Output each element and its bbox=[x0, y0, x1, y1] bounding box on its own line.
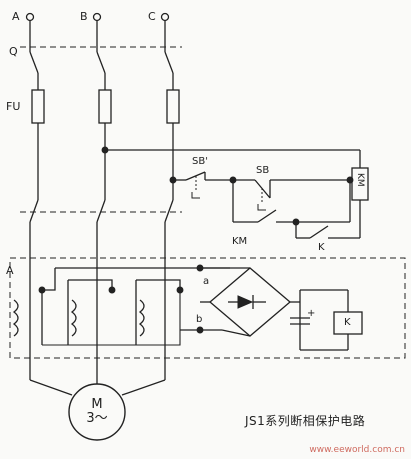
transformer-b-coil bbox=[70, 299, 77, 337]
breaker-blade-a bbox=[29, 51, 39, 74]
transformer-c-coil bbox=[138, 299, 145, 337]
k-contact bbox=[309, 225, 329, 239]
cap-plus-label: + bbox=[307, 308, 316, 319]
fuse-b bbox=[98, 89, 112, 124]
node-b-label: b bbox=[196, 314, 203, 325]
breaker-blade-c bbox=[164, 51, 174, 74]
fuse-c bbox=[166, 89, 180, 124]
fuse-label: FU bbox=[6, 100, 21, 113]
terminal-c-label: C bbox=[148, 10, 156, 23]
breaker-blade-b bbox=[96, 51, 106, 74]
motor-line-1: M bbox=[91, 397, 103, 412]
motor-line-2: 3～ bbox=[86, 411, 108, 427]
transformer-a-coil bbox=[12, 299, 19, 337]
motor-label: M 3～ bbox=[79, 397, 115, 427]
k-contact-label: K bbox=[318, 242, 325, 253]
terminal-b bbox=[92, 12, 102, 22]
k-relay-label: K bbox=[344, 317, 351, 328]
watermark: www.eeworld.com.cn bbox=[309, 445, 405, 455]
breaker-label: Q bbox=[9, 45, 18, 58]
motor-circle bbox=[68, 383, 126, 441]
terminal-a bbox=[25, 12, 35, 22]
transformer-group-label: A bbox=[6, 264, 14, 277]
km-holding-contact bbox=[257, 209, 277, 223]
km-contact-label: KM bbox=[232, 236, 248, 247]
sb-start-label: SB bbox=[256, 165, 270, 176]
diagram-caption: JS1系列断相保护电路 bbox=[245, 414, 366, 428]
relay-enclosure bbox=[9, 257, 406, 359]
terminal-a-label: A bbox=[12, 10, 20, 23]
node-a-label: a bbox=[203, 276, 210, 287]
terminal-b-label: B bbox=[80, 10, 88, 23]
fuse-a bbox=[31, 89, 45, 124]
km-coil-label: KM bbox=[355, 173, 365, 187]
sb-stop-label: SB' bbox=[192, 156, 208, 167]
terminal-c bbox=[160, 12, 170, 22]
